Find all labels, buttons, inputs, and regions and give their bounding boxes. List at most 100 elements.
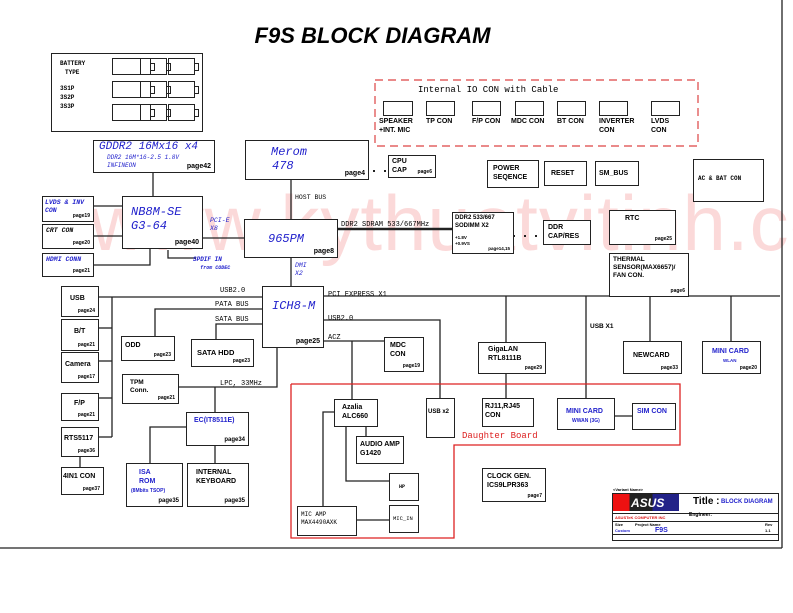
- block-label: Azalia: [342, 404, 363, 411]
- block-label: MIC_IN: [393, 515, 413, 522]
- connector-label: BT CON: [557, 118, 584, 125]
- block-label: GDDR2 16Mx16 x4: [99, 141, 199, 153]
- block-label: ASUS: [631, 496, 665, 510]
- rev-label: Rev: [765, 522, 773, 527]
- battery-cell: [112, 81, 155, 98]
- block-label: RTL8111B: [488, 354, 522, 362]
- bus-label: PATA BUS: [215, 301, 249, 309]
- sim-con-block: SIM CON: [632, 403, 676, 430]
- page-ref: page40: [174, 239, 199, 246]
- host-bus-label: HOST BUS: [295, 194, 327, 201]
- page-ref: page34: [224, 437, 245, 443]
- size-value: Custom: [615, 528, 630, 533]
- page-ref: page21: [77, 342, 95, 348]
- page-ref: page23: [153, 352, 171, 358]
- connector-label: F/P CON: [472, 118, 501, 125]
- title-block: ASUS Title : BLOCK DIAGRAM ASUSTeK COMPU…: [612, 493, 779, 541]
- block-label: CPU: [392, 158, 407, 165]
- page-ref: page6: [417, 169, 432, 175]
- battery-cell: [140, 104, 171, 121]
- page-ref: page21: [72, 268, 90, 274]
- page-ref: page25: [295, 338, 320, 345]
- page-ref: page4: [344, 170, 365, 177]
- battery-cell: [168, 104, 199, 121]
- connector-mdc: [515, 101, 544, 116]
- page-ref: page8: [313, 248, 334, 255]
- connector-inverter: [599, 101, 628, 116]
- block-label: KEYBOARD: [196, 477, 237, 485]
- block-label: SENSOR(MAX6657)/: [613, 264, 676, 272]
- block-label: +0.9VS: [455, 240, 470, 246]
- block-label: INTERNAL: [196, 469, 232, 476]
- block-label: RTS5117: [64, 435, 94, 442]
- block-label: CON: [485, 411, 501, 419]
- block-sublabel: DDR2 16M*16-2.5 1.8V: [107, 154, 180, 161]
- block-label: F/P: [74, 400, 85, 407]
- connector-label: SPEAKER+INT. MIC: [379, 118, 413, 136]
- page-ref: page23: [232, 358, 250, 364]
- block-label: Merom: [271, 145, 308, 159]
- title-label: Title :: [693, 496, 720, 507]
- block-label: X2: [295, 270, 303, 278]
- variant-name: <Variant Name>: [613, 487, 644, 492]
- block-label: MINI CARD: [566, 408, 603, 415]
- connector-bt: [557, 101, 586, 116]
- block-label: +1.8V: [455, 235, 467, 240]
- block-label: Camera: [65, 361, 91, 368]
- reset-block: RESET: [544, 161, 587, 186]
- page-ref: page14,15: [488, 246, 510, 251]
- connector-lvds: [651, 101, 680, 116]
- bus-label: USB2.0: [220, 287, 246, 295]
- page-ref: page20: [739, 365, 757, 371]
- block-text: CLOCK GEN.ICS9LPR363: [487, 473, 531, 491]
- block-label: CAP: [392, 166, 407, 174]
- block-label: ALC660: [342, 412, 369, 420]
- block-label: 4IN1 CON: [63, 473, 96, 480]
- battery-cell: [112, 58, 155, 75]
- block-label: 478: [272, 159, 294, 173]
- connector-label: TP CON: [426, 118, 453, 125]
- project-label: Project Name: [635, 522, 661, 527]
- block-label: G3-64: [131, 219, 168, 233]
- cpu-merom-block: Merom 478 page4: [245, 140, 369, 180]
- block-label: from CODEC: [200, 264, 231, 271]
- block-text: +1.8V+0.9VS: [455, 235, 470, 246]
- battery-label: BATTERY: [60, 60, 86, 67]
- page-ref: page19: [402, 363, 420, 369]
- block-label: POWER: [493, 165, 520, 172]
- page-ref: page7: [527, 493, 542, 499]
- block-label: MAX4490AXK: [301, 518, 338, 526]
- block-sublabel: INFINEON: [107, 162, 136, 169]
- battery-cell: [140, 58, 171, 75]
- block-label: SPEAKER: [379, 118, 413, 125]
- block-label: TPM: [130, 379, 144, 386]
- page-ref: page21: [157, 395, 175, 401]
- block-label: RTC: [625, 215, 640, 222]
- mic-in-jack-block: MIC_IN: [389, 505, 419, 533]
